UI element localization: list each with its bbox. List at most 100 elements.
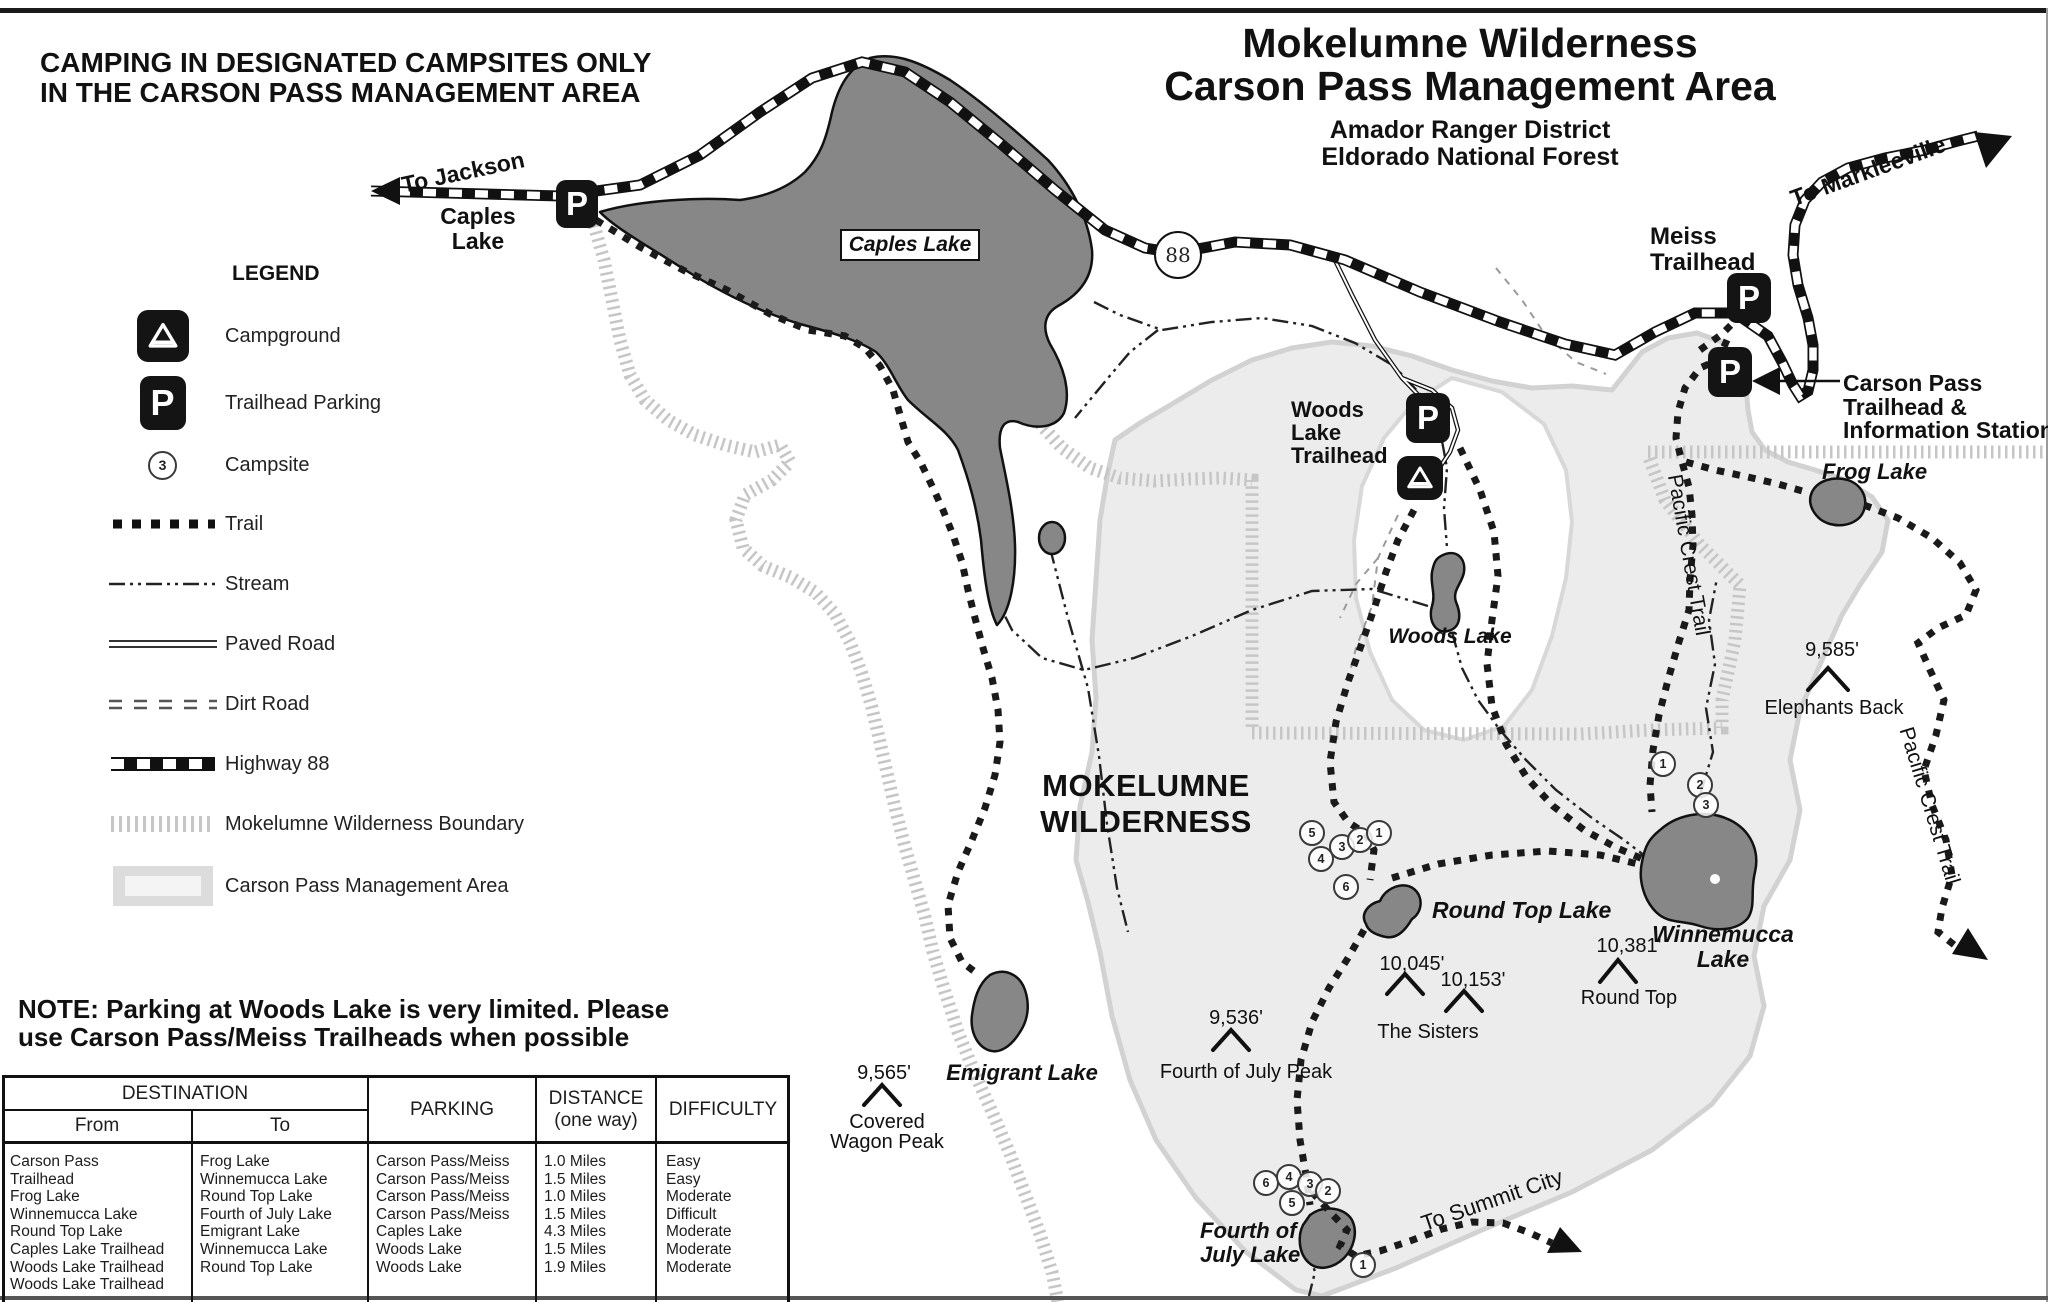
campsite-marker: 3 bbox=[1693, 792, 1719, 818]
peak-symbols bbox=[862, 665, 1850, 1107]
covered-wagon-name-2: Wagon Peak bbox=[830, 1131, 944, 1153]
meiss-trailhead-label-1: Meiss bbox=[1650, 223, 1717, 250]
campsite-marker: 6 bbox=[1333, 874, 1359, 900]
highway-88-road bbox=[370, 56, 1980, 404]
subtitle-line1: Amador Ranger District bbox=[1329, 116, 1611, 144]
carson-pass-trailhead-label: Carson Pass Trailhead & Information Stat… bbox=[1843, 370, 2048, 443]
caples-trailhead-label-1: Caples bbox=[440, 203, 516, 229]
winnemucca-lake-label-1: Winnemucca bbox=[1652, 921, 1794, 947]
campsite-marker: 4 bbox=[1308, 846, 1334, 872]
col-header-from: From bbox=[74, 1115, 120, 1136]
elephants-back-peak-icon bbox=[1806, 665, 1850, 692]
small-pond-shape bbox=[1037, 520, 1067, 556]
summit-city-trail bbox=[1309, 1189, 1554, 1260]
emigrant-lake-shape bbox=[970, 970, 1029, 1053]
woods-lake-label: Woods Lake bbox=[1388, 625, 1512, 648]
woods-lake-trailhead-label: Woods Lake Trailhead bbox=[1291, 397, 1388, 468]
subtitle-line2: Eldorado National Forest bbox=[1321, 143, 1619, 171]
highway-swatch bbox=[110, 757, 215, 771]
woods-parking-icon: P bbox=[1406, 393, 1450, 443]
management-area-swatch bbox=[112, 866, 213, 906]
col-header-parking: PARKING bbox=[409, 1099, 495, 1120]
covered-wagon-name-1: Covered bbox=[849, 1111, 925, 1133]
boundary-swatch bbox=[110, 816, 215, 832]
covered-wagon-peak-icon bbox=[862, 1082, 902, 1107]
camping-notice: CAMPING IN DESIGNATED CAMPSITES ONLY IN … bbox=[40, 47, 652, 108]
frog-lake-spur bbox=[1685, 458, 1807, 496]
legend-row-parking: P Trailhead Parking bbox=[100, 370, 570, 436]
round-top-lake-label: Round Top Lake bbox=[1432, 897, 1612, 923]
covered-wagon-elevation: 9,565' bbox=[857, 1062, 911, 1084]
col-header-to: To bbox=[269, 1115, 291, 1136]
campsite-marker: 1 bbox=[1366, 820, 1392, 846]
bottom-border bbox=[0, 1296, 2048, 1300]
fourth-of-july-peak-name: Fourth of July Peak bbox=[1159, 1061, 1333, 1083]
summit-city-arrowhead bbox=[1547, 1227, 1582, 1253]
legend-row-campsite: 3 Campsite bbox=[100, 436, 570, 494]
legend-panel: LEGEND Campground P Trailhead Parking 3 … bbox=[100, 262, 570, 918]
distance-table: DESTINATION From To PARKING DISTANCE (on… bbox=[2, 1075, 790, 1302]
sisters-elevation-b: 10,153' bbox=[1440, 969, 1506, 991]
title-line2: Carson Pass Management Area bbox=[1164, 63, 1776, 109]
direction-arrows bbox=[371, 132, 2012, 1253]
winnemucca-lake-shape bbox=[1639, 812, 1758, 931]
sisters-name: The Sisters bbox=[1377, 1021, 1479, 1043]
pct-south-arrowhead bbox=[1952, 928, 1988, 960]
campsite-marker: 2 bbox=[1315, 1178, 1341, 1204]
winnemucca-island bbox=[1710, 874, 1720, 884]
lakes bbox=[598, 55, 1867, 1270]
legend-row-trail: Trail bbox=[100, 494, 570, 554]
round-top-elevation: 10,381' bbox=[1596, 935, 1662, 957]
elephants-back-name: Elephants Back bbox=[1764, 697, 1904, 719]
legend-row-management: Carson Pass Management Area bbox=[100, 854, 570, 918]
col-header-distance: DISTANCE (one way) bbox=[548, 1088, 644, 1131]
legend-row-dirt: Dirt Road bbox=[100, 674, 570, 734]
sisters-elevation-a: 10,045' bbox=[1379, 953, 1445, 975]
paved-roads bbox=[1330, 255, 1461, 472]
jackson-arrowhead bbox=[371, 177, 400, 205]
wilderness-boundary bbox=[587, 223, 2048, 1302]
top-border bbox=[0, 8, 2048, 13]
caples-lake-label: Caples Lake bbox=[840, 229, 980, 261]
campsite-marker: 5 bbox=[1299, 820, 1325, 846]
caples-parking-icon: P bbox=[556, 180, 598, 228]
campsite-icon: 3 bbox=[148, 450, 177, 480]
legend-row-boundary: Mokelumne Wilderness Boundary bbox=[100, 794, 570, 854]
roundtop-winnemucca-trail bbox=[1390, 847, 1639, 882]
meiss-parking-icon: P bbox=[1727, 273, 1771, 323]
highway-88-shield: 88 bbox=[1154, 231, 1202, 279]
sisters-peak-a-icon bbox=[1385, 971, 1425, 996]
fourth-of-july-lake-label-2: July Lake bbox=[1200, 1242, 1301, 1267]
campsite-marker: 1 bbox=[1650, 751, 1676, 777]
right-border bbox=[2046, 8, 2048, 1302]
carson-pointer-arrowhead bbox=[1752, 367, 1780, 395]
stream-swatch bbox=[108, 582, 217, 586]
parking-icon: P bbox=[139, 376, 186, 430]
pct-elephants-back bbox=[1862, 501, 1980, 951]
parking-note: NOTE: Parking at Woods Lake is very limi… bbox=[18, 994, 670, 1052]
legend-row-stream: Stream bbox=[100, 554, 570, 614]
markleeville-arrowhead bbox=[1974, 132, 2012, 168]
legend-row-campground: Campground bbox=[100, 302, 570, 370]
round-top-peak-icon bbox=[1598, 956, 1638, 984]
fourth-of-july-peak-icon bbox=[1211, 1027, 1251, 1052]
caples-lake-shape bbox=[598, 55, 1094, 627]
legend-row-paved: Paved Road bbox=[100, 614, 570, 674]
meiss-trailhead-label-2: Trailhead bbox=[1650, 249, 1756, 276]
emigrant-lake-label: Emigrant Lake bbox=[946, 1060, 1098, 1085]
dirt-road-swatch bbox=[108, 699, 217, 710]
legend-row-highway: Highway 88 bbox=[100, 734, 570, 794]
frog-lake-label: Frog Lake bbox=[1822, 459, 1928, 484]
trail-swatch bbox=[112, 519, 215, 529]
fourth-of-july-lake-label-1: Fourth of bbox=[1200, 1218, 1297, 1243]
woods-campground-icon bbox=[1397, 456, 1443, 500]
wilderness-name-1: MOKELUMNE bbox=[1042, 768, 1250, 803]
col-header-difficulty: DIFFICULTY bbox=[668, 1099, 778, 1120]
carson-winnemucca-trail bbox=[1646, 338, 1731, 813]
round-top-lake-shape bbox=[1362, 884, 1422, 939]
